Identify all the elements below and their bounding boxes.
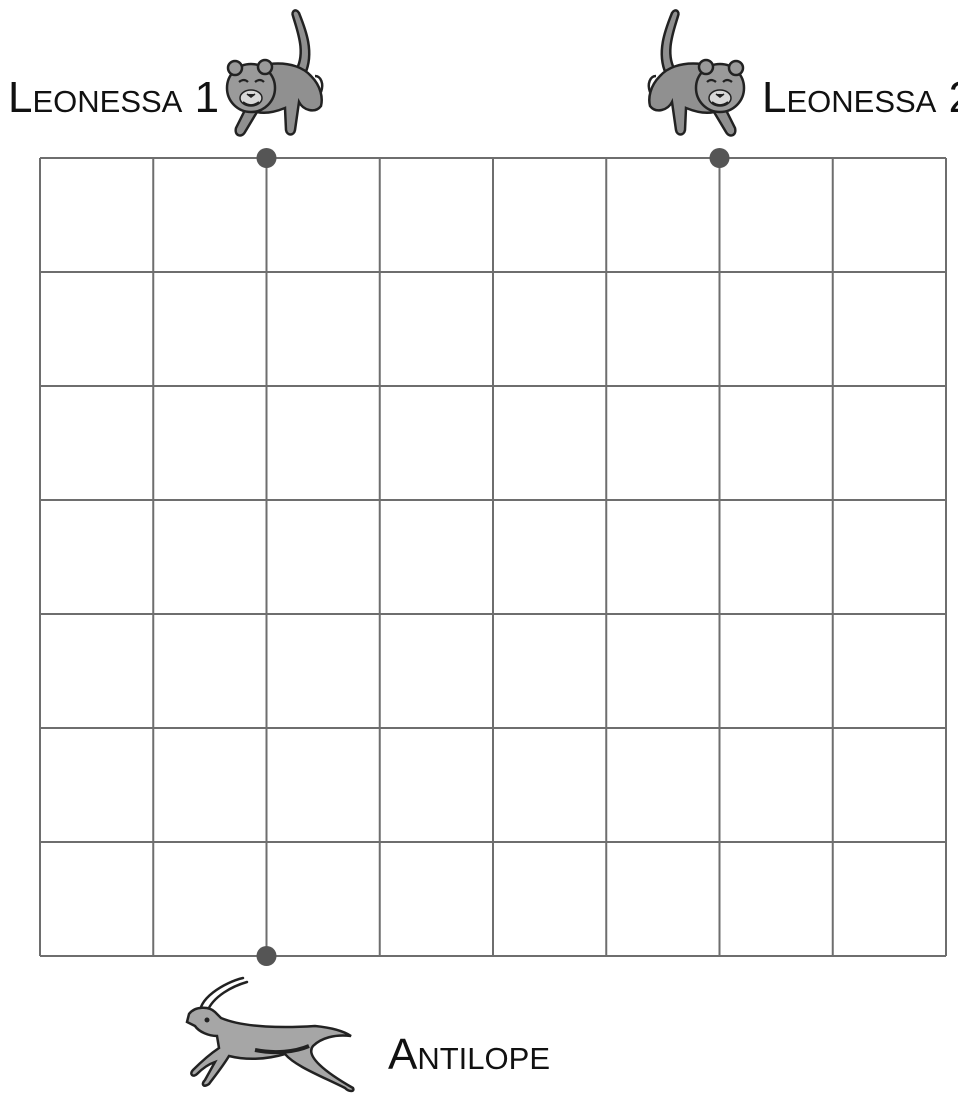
lioness-1-icon [227,10,322,135]
lioness-1-label: Leonessa 1 [8,76,219,120]
grid [40,158,946,956]
antelope-marker [257,946,277,966]
lioness-2-label: Leonessa 2 [762,76,958,120]
lioness-2-marker [710,148,730,168]
antelope-label: Antilope [388,1033,550,1077]
antelope-icon [187,978,353,1091]
lioness-1-marker [257,148,277,168]
lioness-2-icon [649,10,744,135]
